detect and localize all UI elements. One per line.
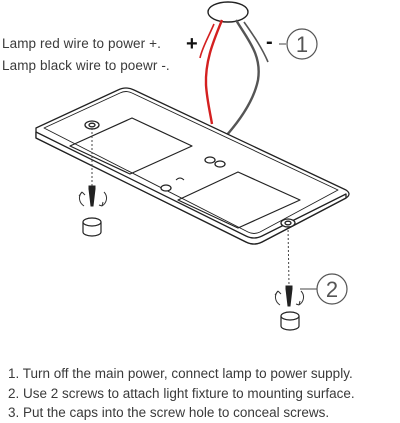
- guide-line-right: [287, 225, 290, 287]
- rotate-arrow-icon: [78, 191, 108, 207]
- screw-icon: [285, 285, 293, 307]
- screw-cap-icon: [280, 311, 300, 331]
- circled-number-icon: 2: [316, 273, 348, 305]
- installation-diagram: + - 1: [35, 1, 350, 331]
- red-wire-label: Lamp red wire to power +.: [2, 36, 161, 51]
- screw-cap-icon: [82, 217, 102, 237]
- plus-sign: +: [186, 33, 198, 55]
- instruction-step: 3. Put the caps into the screw hole to c…: [8, 405, 330, 420]
- red-wire-strand: [199, 23, 215, 59]
- red-wire: [204, 19, 224, 125]
- screw-icon: [88, 185, 96, 207]
- instruction-step: 2. Use 2 screws to attach light fixture …: [8, 385, 355, 401]
- black-wire: [225, 19, 260, 137]
- black-wire-strand: [243, 21, 269, 63]
- circled-number-icon: 1: [286, 28, 318, 60]
- ceiling-box-icon: [207, 1, 249, 23]
- minus-sign: -: [266, 31, 273, 53]
- instruction-step: 1. Turn off the main power, connect lamp…: [8, 366, 353, 381]
- instruction-list: 1. Turn off the main power, connect lamp…: [8, 364, 400, 423]
- black-wire-label: Lamp black wire to poewr -.: [2, 58, 170, 73]
- lamp-panel: [35, 87, 350, 245]
- step-two-marker: 2: [326, 277, 338, 302]
- step-one-marker: 1: [296, 32, 308, 57]
- rotate-arrow-icon: [274, 290, 305, 306]
